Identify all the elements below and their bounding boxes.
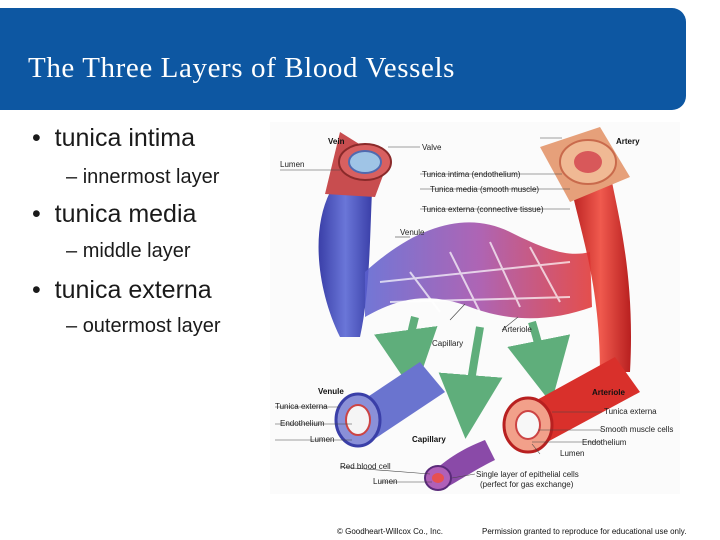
- label-venule: Venule: [318, 387, 344, 396]
- sub-bullet-item: – middle layer: [66, 240, 191, 263]
- bullet-text: tunica intima: [54, 124, 196, 152]
- bullet-symbol: •: [32, 276, 41, 304]
- bullet-item: • tunica media: [32, 200, 196, 229]
- sub-bullet-text: innermost layer: [82, 166, 220, 188]
- sub-bullet-item: – outermost layer: [66, 315, 221, 338]
- capillary-network: [365, 222, 592, 319]
- label-capillary: Capillary: [412, 435, 446, 444]
- label-gas-exchange: (perfect for gas exchange): [480, 480, 574, 489]
- vein-shape: [318, 192, 372, 337]
- dash-symbol: –: [66, 240, 78, 262]
- blood-vessel-figure: Vein Artery Valve Lumen Tunica intima (e…: [270, 122, 680, 494]
- label-artery: Artery: [616, 137, 640, 146]
- bullet-symbol: •: [32, 124, 41, 152]
- label-venule-endothelium: Endothelium: [280, 419, 325, 428]
- label-lumen-top: Lumen: [280, 160, 304, 169]
- label-arteriole-top: Arteriole: [502, 325, 532, 334]
- label-valve: Valve: [422, 143, 442, 152]
- label-red-blood-cell: Red blood cell: [340, 462, 391, 471]
- label-capillary-lumen: Lumen: [373, 477, 397, 486]
- sub-bullet-text: middle layer: [82, 240, 191, 262]
- label-single-layer: Single layer of epithelial cells: [476, 470, 579, 479]
- label-vein: Vein: [328, 137, 345, 146]
- artery-shape: [570, 182, 631, 372]
- bullet-symbol: •: [32, 200, 41, 228]
- bullet-item: • tunica intima: [32, 124, 195, 153]
- label-venule-top: Venule: [400, 228, 425, 237]
- label-tunica-externa-top: Tunica externa (connective tissue): [422, 205, 544, 214]
- bullet-text: tunica media: [54, 200, 197, 228]
- sub-bullet-item: – innermost layer: [66, 166, 219, 189]
- label-arteriole: Arteriole: [592, 388, 625, 397]
- bullet-text: tunica externa: [54, 276, 212, 304]
- bullet-item: • tunica externa: [32, 276, 212, 305]
- label-capillary-top: Capillary: [432, 339, 463, 348]
- blood-vessel-illustration: Vein Artery Valve Lumen Tunica intima (e…: [275, 127, 673, 491]
- label-arteriole-externa: Tunica externa: [604, 407, 657, 416]
- label-arteriole-endothelium: Endothelium: [582, 438, 627, 447]
- sub-bullet-text: outermost layer: [82, 315, 221, 337]
- label-tunica-media: Tunica media (smooth muscle): [430, 185, 539, 194]
- slide-title: The Three Layers of Blood Vessels: [28, 52, 456, 84]
- label-venule-externa: Tunica externa: [275, 402, 328, 411]
- title-bar: The Three Layers of Blood Vessels: [0, 8, 686, 110]
- copyright-credit: © Goodheart-Willcox Co., Inc.: [337, 527, 443, 536]
- label-venule-lumen: Lumen: [310, 435, 334, 444]
- label-arteriole-lumen: Lumen: [560, 449, 584, 458]
- label-tunica-intima: Tunica intima (endothelium): [422, 170, 521, 179]
- label-arteriole-smooth: Smooth muscle cells: [600, 425, 673, 434]
- permission-credit: Permission granted to reproduce for educ…: [482, 527, 687, 536]
- dash-symbol: –: [66, 166, 78, 188]
- dash-symbol: –: [66, 315, 78, 337]
